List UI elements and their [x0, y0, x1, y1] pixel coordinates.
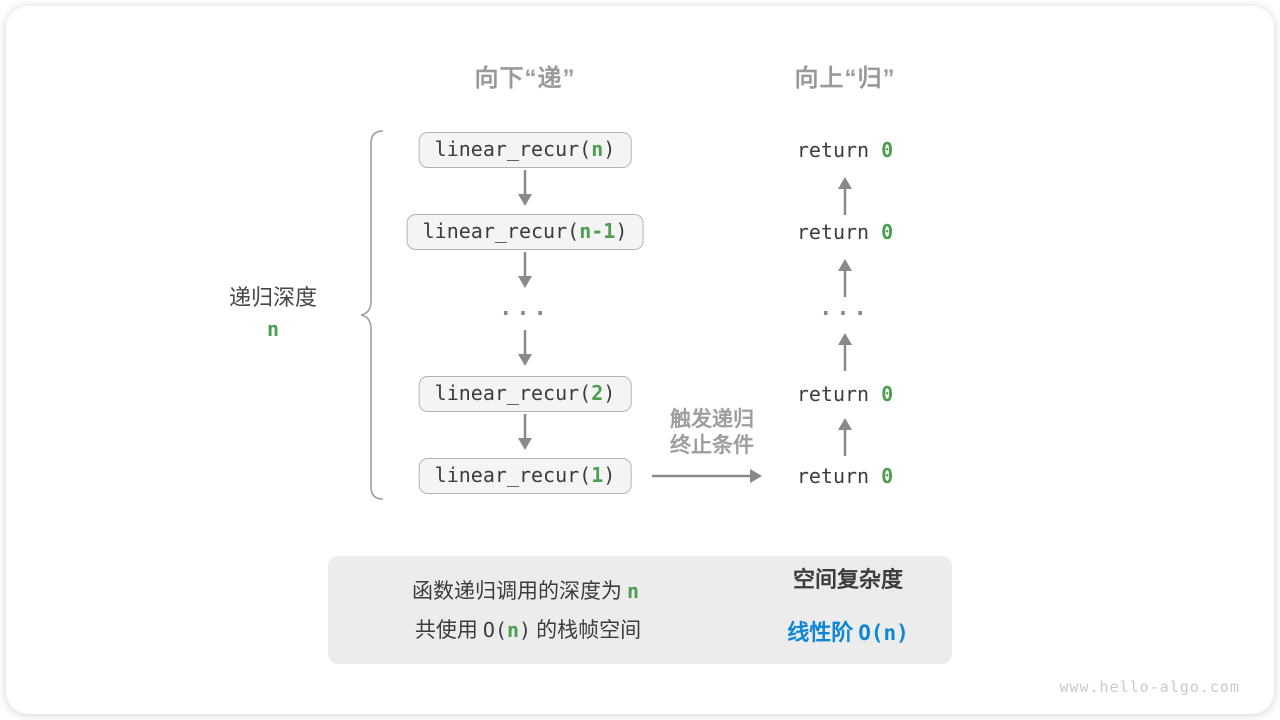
header-recurse: 向下“递”: [474, 65, 576, 92]
summary-right-title: 空间复杂度: [792, 567, 904, 592]
return-value: 0: [881, 138, 894, 162]
return-line: return 0: [797, 138, 893, 162]
call-box-n-1: linear_recur(n-1): [406, 214, 644, 250]
depth-label: 递归深度: [228, 285, 318, 310]
summary-box: [328, 556, 952, 664]
call-text: linear_recur(: [434, 137, 592, 161]
return-value: 0: [881, 464, 894, 488]
call-arg: 2: [591, 381, 604, 405]
depth-value: n: [266, 317, 280, 341]
trigger-label: 触发递归 终止条件: [670, 407, 754, 459]
return-keyword: return: [796, 464, 882, 488]
call-arg: n-1: [579, 219, 616, 243]
summary-text: 共使用: [414, 619, 478, 642]
return-line: return 0: [797, 382, 893, 406]
return-keyword: return: [796, 138, 882, 162]
call-arg: 1: [591, 463, 604, 487]
return-line: return 0: [797, 220, 893, 244]
call-text: linear_recur(: [434, 381, 592, 405]
call-text: linear_recur(: [422, 219, 580, 243]
summary-code: O(: [482, 618, 507, 642]
return-value: 0: [881, 220, 894, 244]
summary-text: 函数递归调用的深度为: [411, 580, 622, 603]
return-keyword: return: [796, 382, 882, 406]
complexity-class: 线性阶: [787, 620, 854, 645]
call-text: ): [603, 381, 616, 405]
call-text: ): [615, 219, 628, 243]
trigger-line1: 触发递归: [670, 408, 754, 431]
call-box-1: linear_recur(1): [418, 458, 632, 494]
return-line: return 0: [797, 464, 893, 488]
call-text: ): [603, 463, 616, 487]
trigger-line2: 终止条件: [670, 434, 754, 457]
summary-text: 的栈帧空间: [536, 619, 642, 642]
summary-code: ): [519, 618, 532, 642]
call-text: ): [603, 137, 616, 161]
return-ellipsis: ...: [819, 296, 871, 321]
return-value: 0: [881, 382, 894, 406]
call-arg: n: [591, 137, 604, 161]
summary-var: n: [506, 618, 520, 642]
return-keyword: return: [796, 220, 882, 244]
stack-ellipsis: ...: [499, 296, 551, 321]
complexity-notation: O(n): [858, 621, 909, 645]
call-box-2: linear_recur(2): [418, 376, 632, 412]
call-text: linear_recur(: [434, 463, 592, 487]
header-return: 向上“归”: [794, 65, 896, 92]
site-watermark: www.hello-algo.com: [1059, 678, 1240, 696]
summary-var: n: [626, 579, 640, 603]
call-box-n: linear_recur(n): [418, 132, 632, 168]
